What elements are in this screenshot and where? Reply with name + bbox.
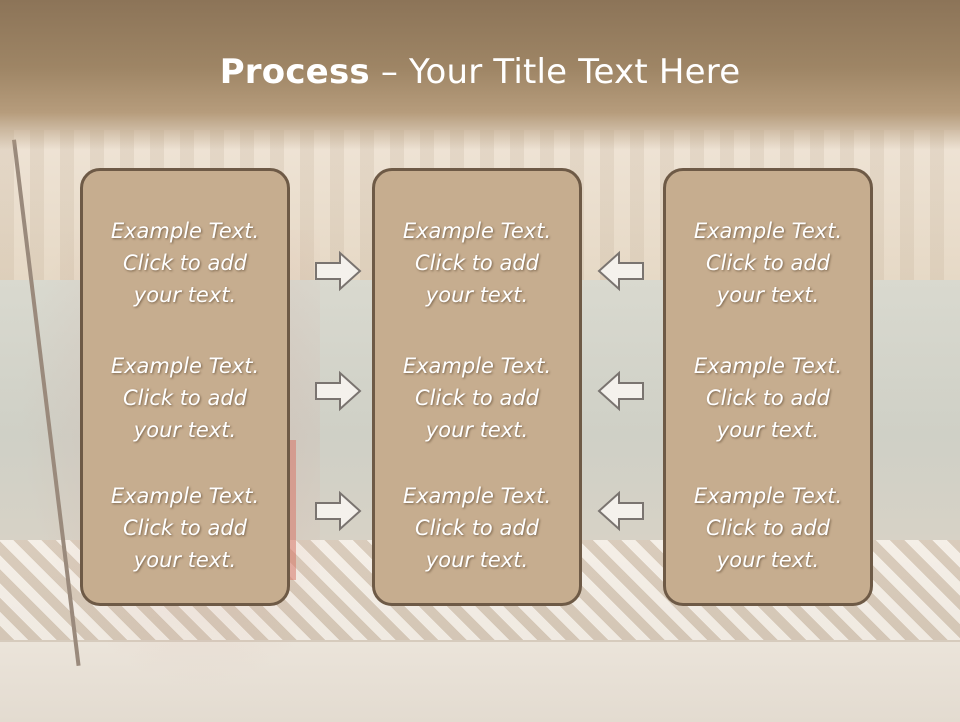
- slide-title-rest: – Your Title Text Here: [369, 52, 741, 92]
- panel-text[interactable]: Example Text. Click to add your text.: [693, 354, 843, 442]
- panel-text[interactable]: Example Text. Click to add your text.: [110, 219, 260, 307]
- panel-text[interactable]: Example Text. Click to add your text.: [110, 484, 260, 572]
- panel-text[interactable]: Example Text. Click to add your text.: [402, 484, 552, 572]
- background-steps: [0, 640, 960, 722]
- process-panel-2[interactable]: Example Text. Click to add your text. Ex…: [372, 168, 582, 606]
- panel-text[interactable]: Example Text. Click to add your text.: [693, 219, 843, 307]
- slide-title-bold: Process: [219, 52, 370, 92]
- arrow-left-icon: [597, 250, 644, 292]
- process-panel-3[interactable]: Example Text. Click to add your text. Ex…: [663, 168, 873, 606]
- panel-text[interactable]: Example Text. Click to add your text.: [693, 484, 843, 572]
- arrow-right-icon: [315, 250, 362, 292]
- arrow-right-icon: [315, 370, 362, 412]
- slide-title[interactable]: Process – Your Title Text Here: [0, 52, 960, 92]
- arrow-left-icon: [597, 490, 644, 532]
- panel-text[interactable]: Example Text. Click to add your text.: [402, 354, 552, 442]
- panel-text[interactable]: Example Text. Click to add your text.: [402, 219, 552, 307]
- process-panel-1[interactable]: Example Text. Click to add your text. Ex…: [80, 168, 290, 606]
- panel-text[interactable]: Example Text. Click to add your text.: [110, 354, 260, 442]
- arrow-left-icon: [597, 370, 644, 412]
- title-band: [0, 0, 960, 150]
- arrow-right-icon: [315, 490, 362, 532]
